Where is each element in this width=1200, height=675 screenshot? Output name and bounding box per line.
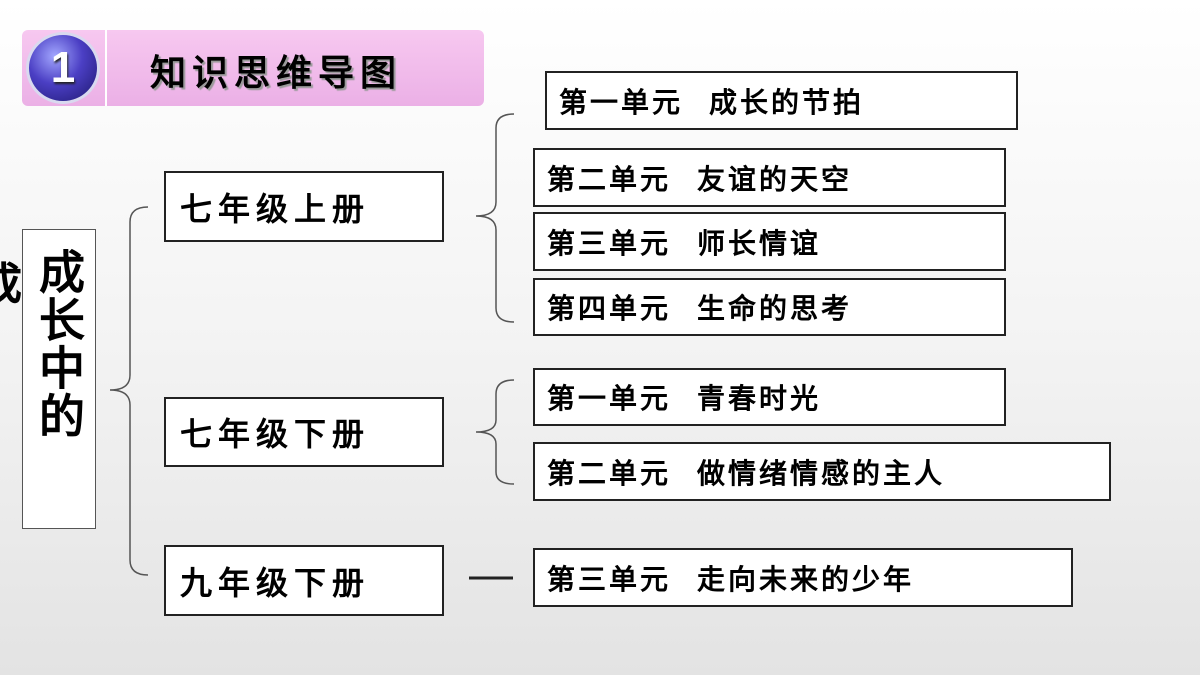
cut-off-character: 成 — [0, 248, 22, 312]
root-brace — [109, 206, 149, 576]
unit-node: 第三单元 走向未来的少年 — [533, 548, 1073, 607]
unit-title: 生命的思考 — [697, 292, 853, 325]
book-label: 九年级下册 — [180, 563, 371, 602]
book-node: 七年级下册 — [164, 397, 444, 467]
unit-title: 走向未来的少年 — [697, 562, 915, 596]
book-node: 九年级下册 — [164, 545, 444, 616]
unit-number: 第四单元 — [547, 292, 672, 325]
unit-number: 第二单元 — [547, 456, 672, 490]
unit-number: 第三单元 — [547, 226, 672, 260]
slide-title: 知识思维导图 — [150, 52, 403, 94]
unit-node: 第四单元 生命的思考 — [533, 278, 1006, 336]
section-number-badge: 1 — [26, 32, 100, 104]
unit-node: 第一单元 成长的节拍 — [545, 71, 1018, 130]
book-label: 七年级下册 — [180, 415, 371, 453]
root-node-label: 成长中的 — [32, 248, 86, 440]
unit-title: 青春时光 — [697, 382, 822, 415]
root-node: 成长中的 — [22, 229, 96, 529]
unit-number: 第一单元 — [547, 382, 672, 415]
unit-number: 第一单元 — [559, 85, 684, 119]
book-node: 七年级上册 — [164, 171, 444, 242]
unit-title: 做情绪情感的主人 — [697, 456, 946, 490]
header-divider — [105, 30, 107, 106]
unit-node: 第二单元 做情绪情感的主人 — [533, 442, 1111, 501]
unit-node: 第三单元 师长情谊 — [533, 212, 1006, 271]
unit-node: 第一单元 青春时光 — [533, 368, 1006, 426]
unit-title: 友谊的天空 — [697, 162, 853, 196]
unit-title: 成长的节拍 — [709, 85, 865, 119]
unit-title: 师长情谊 — [697, 226, 822, 260]
unit-number: 第三单元 — [547, 562, 672, 596]
book-label: 七年级上册 — [180, 189, 371, 228]
book1-brace — [475, 113, 515, 323]
badge-number: 1 — [50, 43, 76, 92]
unit-node: 第二单元 友谊的天空 — [533, 148, 1006, 207]
unit-number: 第二单元 — [547, 162, 672, 196]
book2-brace — [475, 379, 515, 485]
